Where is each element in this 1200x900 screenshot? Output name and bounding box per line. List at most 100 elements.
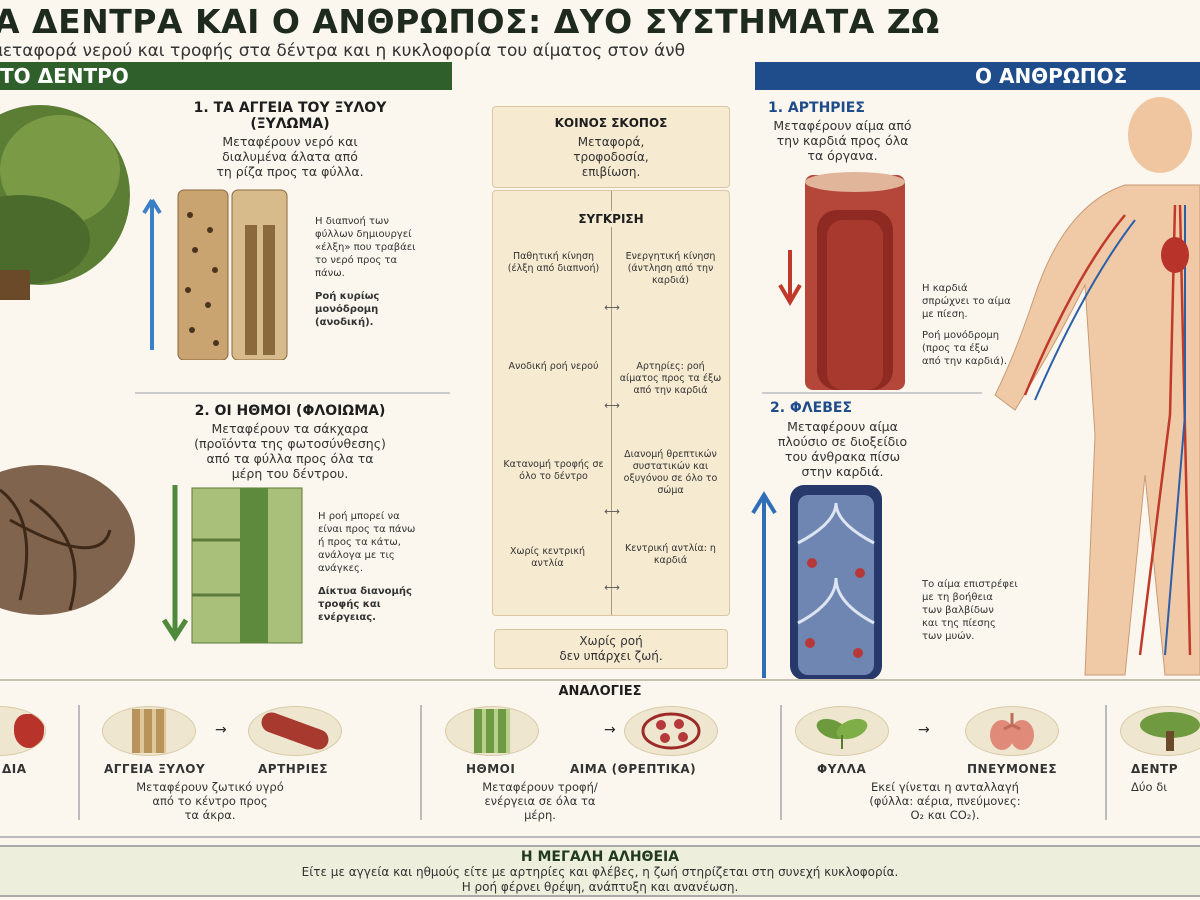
text-line: από το κέντρο προς (152, 794, 268, 808)
analogy-separator (78, 705, 80, 820)
text-line: με πίεση. (922, 309, 968, 320)
tree-illustration (0, 105, 135, 615)
text-line: Ροή κυρίως (315, 291, 380, 302)
vein-illustration (751, 485, 882, 680)
text-line: μονόδρομη (315, 304, 379, 315)
analogy-label: ΑΙΜΑ (ΘΡΕΠΤΙΚΑ) (570, 762, 697, 776)
section-divider (762, 392, 982, 394)
comparison-human-cell: Ενεργητική κίνηση (άντληση από την καρδι… (625, 251, 716, 286)
text-line: Η καρδιά (922, 283, 968, 294)
double-arrow-icon: ⟷ (604, 301, 620, 314)
no-flow-box: Χωρίς ροή δεν υπάρχει ζωή. (494, 629, 728, 669)
text-line: Χωρίς ροή (579, 634, 643, 648)
text-line: ανάγκες. (318, 563, 364, 574)
text-line: (προϊόντα της φωτοσύνθεσης) (194, 436, 386, 451)
analogy-label: ΔΕΝΤΡ (1131, 762, 1179, 776)
text-line: επιβίωση. (581, 165, 641, 179)
artery-illustration (778, 172, 905, 390)
big-truth-line: Είτε με αγγεία και ηθμούς είτε με αρτηρί… (301, 865, 899, 879)
comparison-tree-cell: Ανοδική ροή νερού (508, 361, 599, 372)
comparison-tree-cell: Παθητική κίνηση (έλξη από διαπνοή) (507, 251, 600, 274)
big-truth-box: Η ΜΕΓΑΛΗ ΑΛΗΘΕΙΑ Είτε με αγγεία και ηθμο… (0, 845, 1200, 897)
text-line: Το αίμα επιστρέφει (922, 579, 1018, 590)
analogies-title: ΑΝΑΛΟΓΙΕΣ (558, 684, 642, 699)
right-arrow-icon: → (604, 722, 616, 738)
double-arrow-icon: ⟷ (604, 505, 620, 518)
analogy-label: ΠΝΕΥΜΟΝΕΣ (967, 762, 1058, 776)
text-line: φύλλων δημιουργεί (315, 229, 412, 240)
text-line: Μεταφέρουν νερό και (222, 134, 358, 149)
analogy-label: ΑΡΤΗΡΙΕΣ (258, 762, 328, 776)
comparison-human-cell: Αρτηρίες: ροή αίματος προς τα έξω από τη… (619, 361, 722, 396)
text-line: μέρη. (524, 808, 556, 822)
phloem-note: Η ροή μπορεί να είναι προς τα πάνω ή προ… (318, 510, 443, 624)
text-line: πάνω. (315, 268, 345, 279)
comparison-tree-cell: Χωρίς κεντρική αντλία (510, 546, 585, 569)
downward-arrow-icon (161, 485, 189, 642)
text-line: (προς τα έξω (922, 343, 989, 354)
phloem-heading: 2. ΟΙ ΗΘΜΟΙ (ΦΛΟΙΩΜΑ) (194, 403, 386, 419)
common-purpose-title: ΚΟΙΝΟΣ ΣΚΟΠΟΣ (554, 116, 668, 130)
text-line: τροφής και (318, 599, 381, 610)
analogy-label: ΔΙΑ (2, 762, 27, 776)
text-line: στην καρδιά. (801, 464, 884, 479)
text-line: (ανοδική). (315, 317, 374, 328)
xylem-note: Η διαπνοή των φύλλων δημιουργεί «έλξη» π… (315, 215, 435, 329)
text-line: Εκεί γίνεται η ανταλλαγή (871, 780, 1019, 794)
comparison-human-cell: Κεντρική αντλία: η καρδιά (625, 543, 716, 566)
text-line: των μυών. (922, 631, 975, 642)
page-subtitle: μεταφορά νερού και τροφής στα δέντρα και… (0, 41, 686, 61)
text-line: είναι προς τα πάνω (318, 524, 416, 535)
analogies-top-border (0, 679, 1200, 681)
text-line: από τα φύλλα προς όλα τα (206, 451, 374, 466)
lungs-image (965, 706, 1059, 756)
text-line: των βαλβίδων (922, 605, 994, 616)
text-line: μέρη του δέντρου. (231, 466, 349, 481)
text-line: τα όργανα. (807, 148, 878, 163)
double-arrow-icon: ⟷ (604, 581, 620, 594)
text-line: δεν υπάρχει ζωή. (559, 649, 663, 663)
human-section-header: Ο ΑΝΘΡΩΠΟΣ (755, 62, 1200, 90)
text-line: Μεταφορά, (577, 135, 645, 149)
text-line: Μεταφέρουν τα σάκχαρα (211, 421, 369, 436)
text-line: O₂ και CO₂). (910, 808, 980, 822)
heart-image (0, 706, 46, 756)
blood-cells-image (624, 706, 718, 756)
text-line: τη ρίζα προς τα φύλλα. (216, 164, 364, 179)
tree-section-title: ΤΟ ΔΕΝΤΡΟ (0, 64, 129, 88)
downward-arrow-icon (778, 250, 802, 306)
text-line: πλούσιο σε διοξείδιο (777, 434, 908, 449)
big-truth-line: Η ροή φέρνει θρέψη, ανάπτυξη και ανανέωσ… (461, 880, 739, 894)
analogy-text: Μεταφέρουν ζωτικό υγρό από το κέντρο προ… (90, 780, 330, 822)
text-line: Μεταφέρουν τροφή/ (482, 780, 598, 794)
xylem-heading: 1. ΤΑ ΑΓΓΕΙΑ ΤΟΥ ΞΥΛΟΥ(ΞΥΛΩΜΑ) (130, 100, 450, 132)
text-line: Μεταφέρουν αίμα (787, 419, 898, 434)
text-line: την καρδιά προς όλα (776, 133, 909, 148)
text-line: ενέργεια σε όλα τα (484, 794, 596, 808)
xylem-heading-line: (ΞΥΛΩΜΑ) (250, 116, 330, 132)
text-line: Δίκτυα διανομής (318, 586, 412, 597)
comparison-title: ΣΥΓΚΡΙΣΗ (493, 211, 729, 227)
veins-description: Μεταφέρουν αίμα πλούσιο σε διοξείδιο του… (760, 419, 925, 479)
phloem-description: Μεταφέρουν τα σάκχαρα (προϊόντα της φωτο… (130, 421, 450, 481)
right-arrow-icon: → (215, 722, 227, 738)
veins-heading: 2. ΦΛΕΒΕΣ (770, 400, 853, 416)
double-arrow-icon: ⟷ (604, 399, 620, 412)
upward-arrow-icon (751, 491, 777, 678)
analogy-separator (780, 705, 782, 820)
analogy-separator (1105, 705, 1107, 820)
tree-image (1120, 706, 1200, 756)
phloem-vessel-illustration (161, 485, 303, 644)
artery-image (248, 706, 342, 756)
text-line: σπρώχνει το αίμα (922, 296, 1011, 307)
comparison-box: ΣΥΓΚΡΙΣΗ Παθητική κίνηση (έλξη από διαπν… (492, 190, 730, 616)
divider (0, 836, 1200, 838)
comparison-tree-cell: Κατανομή τροφής σε όλο το δέντρο (503, 459, 604, 482)
text-line: Η ροή μπορεί να (318, 511, 400, 522)
text-line: (φύλλα: αέρια, πνεύμονες: (869, 794, 1021, 808)
text-line: από την καρδιά). (922, 356, 1008, 367)
text-line: το νερό προς τα (315, 255, 398, 266)
text-line: τροφοδοσία, (573, 150, 649, 164)
human-section-title: Ο ΑΝΘΡΩΠΟΣ (975, 64, 1128, 88)
human-circulation-illustration (994, 97, 1200, 676)
